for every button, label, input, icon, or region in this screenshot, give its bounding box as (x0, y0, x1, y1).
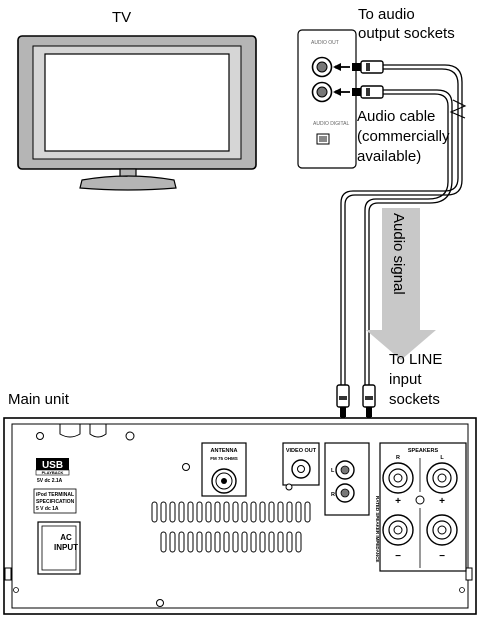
usb-label: USB (42, 460, 63, 471)
audio-out-label: AUDIO OUT (311, 40, 339, 46)
tv-plugs (333, 60, 384, 99)
audio-cable (340, 64, 467, 385)
plug-l-body (360, 60, 384, 74)
tv-label: TV (112, 9, 131, 26)
line-label-3: sockets (389, 391, 440, 408)
cable-break-mark (449, 99, 467, 119)
tv-screen (44, 53, 230, 152)
fm-label: FM 75 OHMS (210, 456, 238, 461)
line-label-1: To LINE (389, 351, 442, 368)
antenna-terminal: ANTENNA FM 75 OHMS (182, 442, 247, 497)
ac-input: AC INPUT (37, 521, 81, 575)
plug-l-tip (352, 63, 361, 71)
cable-label-2: (commercially (357, 128, 450, 145)
speaker-r-minus-sign: − (395, 551, 401, 562)
usb-rating-label: 5V dc 2.1A (37, 478, 63, 484)
speaker-terminals: SPEAKERS R L + + − − RATED SPEAKER IMPED… (375, 442, 467, 572)
speaker-r-label: R (396, 455, 400, 461)
usb-port-label: USB PLAYBACK 5V dc 2.1A (35, 458, 70, 484)
audio-digital-label: AUDIO DIGITAL (313, 121, 350, 127)
cable-label-1: Audio cable (357, 108, 435, 125)
antenna-label: ANTENNA (211, 448, 238, 454)
plug-r-tip (352, 88, 361, 96)
tv (17, 35, 257, 191)
ipod-label-2: SPECIFICATION (36, 499, 75, 505)
audio-signal-arrow (366, 208, 436, 360)
tv-audio-panel: AUDIO OUT L R AUDIO DIGITAL (297, 29, 357, 169)
to-audio-label-2: output sockets (358, 25, 455, 42)
line-l-label: L (331, 468, 335, 474)
cable-label-3: available) (357, 148, 421, 165)
main-unit-label: Main unit (8, 391, 70, 408)
speaker-l-plus-sign: + (439, 496, 445, 507)
line-input-terminal: L R (324, 442, 370, 516)
ipod-label-3: 5 V dc 1A (36, 506, 59, 512)
tv-stand (79, 175, 177, 191)
video-out-label: VIDEO OUT (286, 448, 317, 454)
line-label-2: input (389, 371, 422, 388)
playback-label: PLAYBACK (42, 470, 64, 475)
ipod-label-1: iPod TERMINAL (36, 492, 74, 498)
speaker-l-label: L (440, 455, 444, 461)
audio-signal-label: Audio signal (390, 213, 407, 295)
speaker-l-minus-sign: − (439, 551, 445, 562)
input-label: INPUT (54, 543, 78, 552)
video-out-terminal: VIDEO OUT (282, 442, 320, 491)
speakers-label: SPEAKERS (408, 448, 439, 454)
ipod-spec-label: iPod TERMINAL SPECIFICATION 5 V dc 1A (33, 488, 77, 514)
ac-label: AC (60, 533, 72, 542)
rated-impedance-label: RATED SPEAKER IMPEDANCE (375, 496, 380, 562)
line-r-label: R (331, 492, 335, 498)
speaker-r-plus-sign: + (395, 496, 401, 507)
unit-back-panel (11, 423, 469, 609)
to-audio-label-1: To audio (358, 6, 415, 23)
plug-r-body (360, 85, 384, 99)
vent-slots (151, 501, 311, 553)
